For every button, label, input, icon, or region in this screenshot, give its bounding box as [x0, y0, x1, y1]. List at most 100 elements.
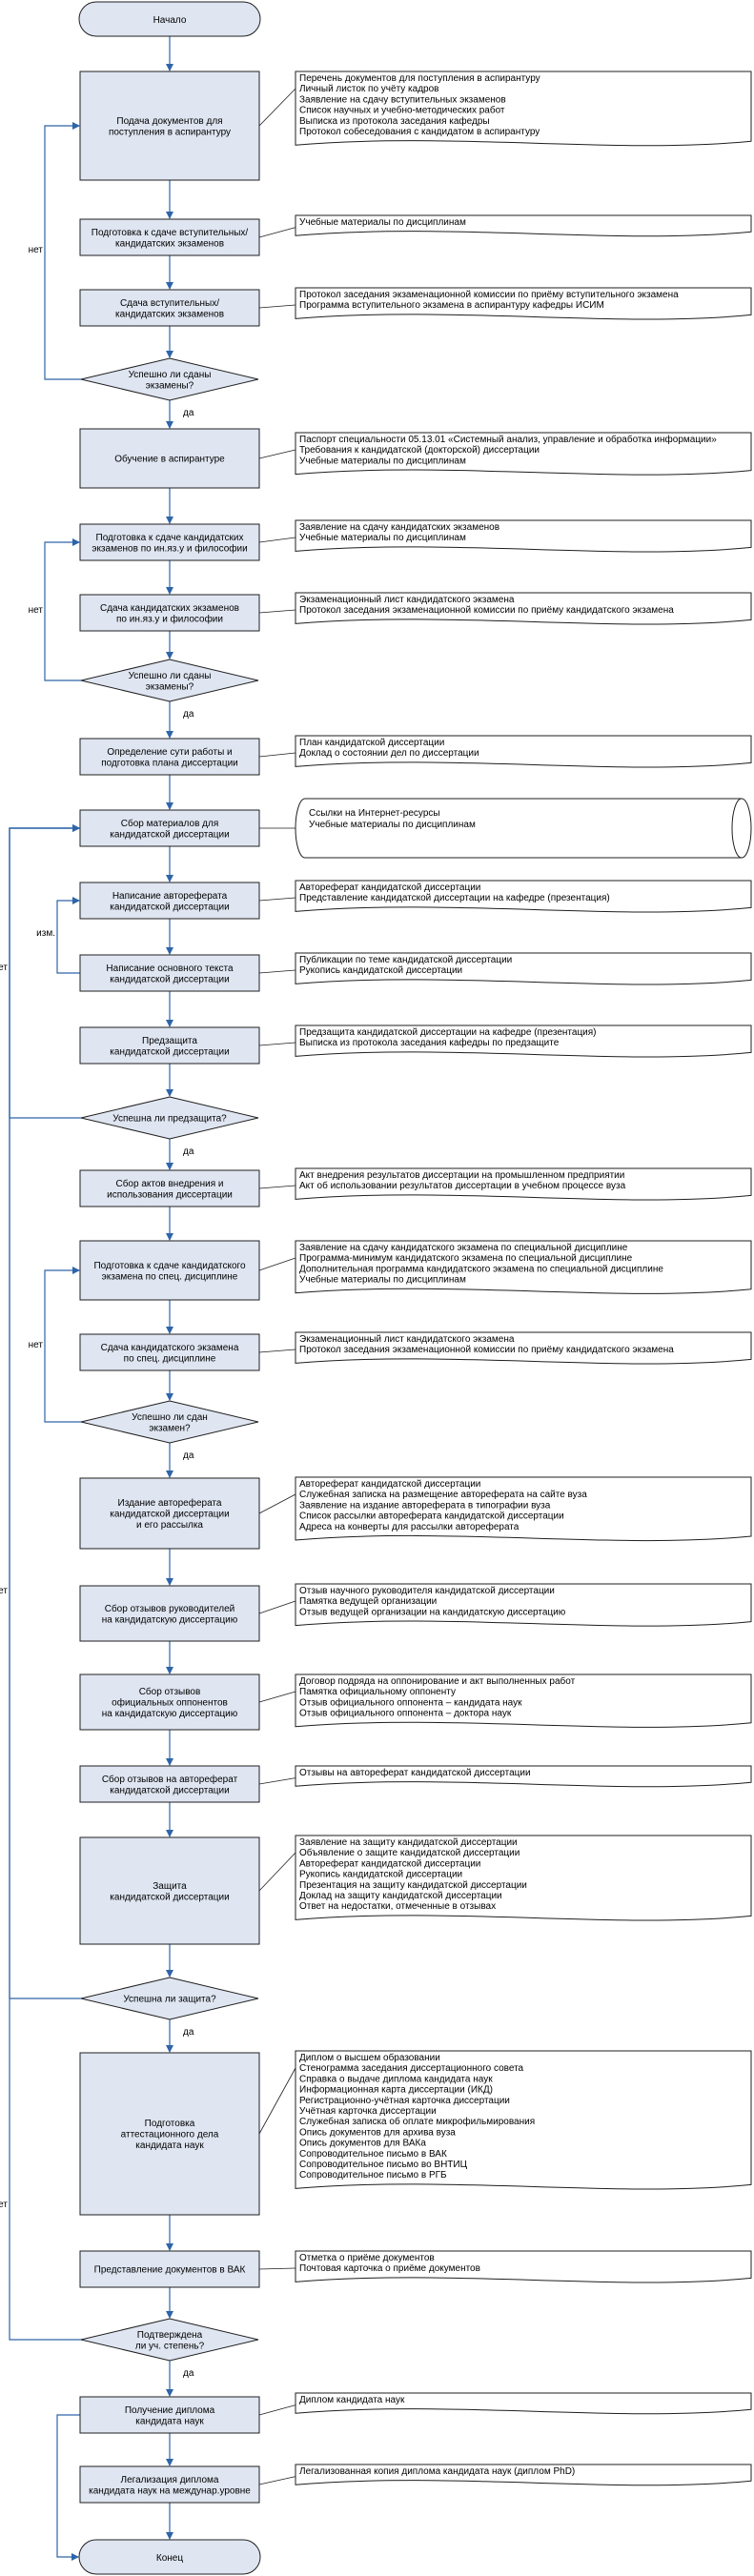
start-label: Начало — [153, 15, 187, 26]
document-item: Стенограмма заседания диссертационного с… — [299, 2063, 524, 2074]
process-box — [79, 2396, 260, 2434]
decision-label: Успешно ли сданы — [129, 370, 212, 380]
association-line — [258, 1185, 296, 1189]
document-item: Рукопись кандидатской диссертации — [299, 965, 462, 976]
document-item: Отзыв официального оппонента – доктора н… — [299, 1708, 512, 1719]
document-shape — [295, 952, 752, 985]
start-terminator — [78, 1, 261, 37]
process-label: Обучение в аспирантуре — [114, 454, 225, 465]
document-shape — [295, 519, 752, 553]
no-label: изм. — [36, 928, 55, 939]
document-shape — [295, 1583, 752, 1627]
flow-connectors — [9, 36, 296, 2561]
association-line — [258, 752, 296, 758]
document-item: Адреса на конверты для рассылки авторефе… — [299, 1521, 520, 1532]
decision-label: Успешна ли защита? — [123, 1995, 216, 2005]
association-line — [258, 537, 296, 543]
process-box — [79, 1765, 260, 1803]
association-line — [258, 1691, 296, 1703]
process-label: Издание автореферата — [118, 1497, 222, 1509]
document-item: Справка о выдаче диплома кандидата наук — [299, 2074, 493, 2084]
process-label: Сдача вступительных/ — [120, 298, 219, 309]
document-shape — [295, 71, 752, 147]
document-item: Публикации по теме кандидатской диссерта… — [299, 954, 512, 965]
process-box — [79, 1585, 260, 1642]
process-label: Подготовка — [145, 2119, 195, 2129]
no-label: нет — [0, 1586, 8, 1596]
document-item: Экзаменационный лист кандидатского экзам… — [299, 1334, 515, 1345]
process-label: Представление документов в ВАК — [94, 2265, 246, 2276]
document-item: Диплом о высшем образовании — [299, 2052, 440, 2063]
yes-label: да — [183, 709, 194, 720]
document-item: Учебные материалы по дисциплинам — [299, 216, 466, 228]
document-item: Программа вступительного экзамена в аспи… — [299, 299, 604, 311]
decision-label: экзамен? — [149, 1423, 191, 1433]
document-shape — [295, 592, 752, 625]
loop-arrow — [56, 897, 80, 974]
document-item: Список научных и учебно-методических раб… — [299, 105, 505, 116]
document-shape — [295, 1765, 752, 1788]
document-shape — [295, 1835, 752, 1921]
document-item: Заявление на сдачу кандидатских экзамено… — [299, 522, 499, 533]
process-box — [79, 1169, 260, 1207]
document-item: Отзыв официального оппонента – кандидата… — [299, 1696, 522, 1708]
process-label: кандидатской диссертации — [110, 1785, 229, 1795]
document-item: Легализованная копия диплома кандидата н… — [299, 2466, 575, 2477]
end-label: Конец — [156, 2553, 183, 2564]
no-label: нет — [29, 1340, 44, 1350]
document-shape — [295, 1331, 752, 1365]
loop-arrow — [44, 122, 81, 380]
decision-diamond — [80, 659, 259, 702]
decision-label: Подтверждена — [137, 2330, 203, 2341]
process-label: на кандидатскую диссертацию — [102, 1614, 238, 1625]
document-item: Отзывы на автореферат кандидатской диссе… — [299, 1767, 531, 1778]
decision-diamond — [80, 1096, 259, 1140]
process-label: Получение диплома — [125, 2405, 215, 2416]
document-item: Отзыв научного руководителя кандидатской… — [299, 1586, 555, 1596]
document-shape — [295, 2050, 752, 2190]
decision-diamond — [80, 2318, 259, 2362]
process-label: кандидатской диссертации — [110, 1892, 229, 1902]
process-label: кандидата наук — [135, 2416, 204, 2426]
no-label: нет — [0, 2200, 8, 2210]
document-item: Опись документов для ВАКа — [299, 2139, 426, 2149]
document-item: Протокол заседания экзаменационной комис… — [299, 290, 679, 300]
document-shape — [295, 1476, 752, 1542]
process-label: по спец. дисциплине — [124, 1353, 216, 1364]
process-label: Подготовка к сдаче кандидатского — [93, 1261, 246, 1271]
document-item: Диплом кандидата наук — [299, 2395, 405, 2405]
process-label: использования диссертации — [107, 1189, 233, 1200]
document-shape — [295, 1167, 752, 1201]
process-label: Сбор отзывов руководителей — [105, 1603, 235, 1614]
document-item: Автореферат кандидатской диссертации — [299, 882, 480, 893]
data-store-edge — [731, 798, 743, 859]
document-shape — [295, 1240, 752, 1294]
decision-label: Успешно ли сданы — [129, 671, 212, 681]
document-shape — [295, 1673, 752, 1728]
document-item: Акт об использовании результатов диссерт… — [299, 1180, 626, 1191]
document-shape — [295, 432, 752, 476]
document-item: Экзаменационный лист кандидатского экзам… — [299, 595, 515, 605]
document-shape — [295, 735, 752, 768]
document-item: Перечень документов для поступления в ас… — [299, 73, 540, 84]
process-box — [79, 1477, 260, 1550]
yes-label: да — [183, 2368, 194, 2379]
document-item: Сопроводительное письмо в ВАК — [299, 2149, 447, 2160]
process-label: Подготовка к сдаче кандидатских — [96, 533, 244, 543]
process-box — [79, 1026, 260, 1065]
process-label: кандидатской диссертации — [110, 902, 229, 912]
association-line — [258, 1777, 296, 1785]
no-label: нет — [29, 605, 44, 616]
data-store-item: Ссылки на Интернет-ресурсы — [309, 808, 440, 819]
process-label: Написание основного текста — [106, 963, 234, 974]
process-label: официальных оппонентов — [112, 1697, 228, 1709]
document-item: Сопроводительное письмо во ВНТИЦ — [299, 2160, 468, 2170]
loop-arrow — [44, 538, 81, 681]
yes-label: да — [183, 2027, 194, 2038]
decision-label: Успешно ли сдан — [132, 1412, 208, 1423]
document-item: Сопроводительное письмо в РГБ — [299, 2170, 447, 2180]
process-box — [79, 594, 260, 632]
document-item: Отзыв ведущей организации на кандидатску… — [299, 1607, 566, 1617]
document-item: Предзащита кандидатской диссертации на к… — [299, 1026, 597, 1038]
decision-label: экзамены? — [146, 380, 194, 391]
